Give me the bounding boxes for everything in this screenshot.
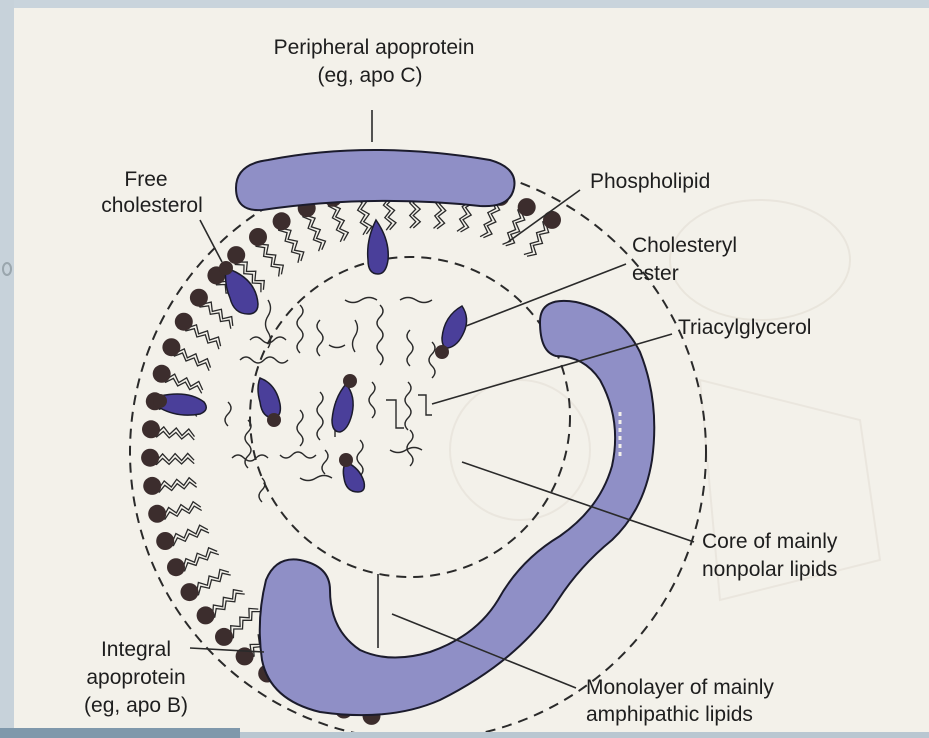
label-core-line1: Core of mainly — [702, 530, 838, 553]
label-free-cholesterol-line1: Free — [124, 168, 167, 191]
peripheral-apoprotein-shape — [236, 150, 515, 210]
phospholipid-head — [162, 338, 180, 356]
label-monolayer-line1: Monolayer of mainly — [586, 676, 774, 699]
free-cholesterol-left-mid — [160, 394, 206, 415]
label-peripheral-line2: (eg, apo C) — [317, 64, 422, 87]
phospholipid-head — [143, 477, 161, 495]
cholesteryl-ester-core-mid — [332, 384, 353, 432]
phospholipid-head — [273, 212, 291, 230]
label-triacylglycerol: Triacylglycerol — [678, 316, 811, 339]
phospholipid-head — [190, 289, 208, 307]
slide-frame-top — [0, 0, 929, 8]
phospholipid-head — [249, 228, 267, 246]
phospholipid-head — [181, 583, 199, 601]
phospholipid-head — [518, 198, 536, 216]
diagram-page: Peripheral apoprotein (eg, apo C) Free c… — [14, 8, 929, 732]
phospholipid-head — [153, 365, 171, 383]
label-cholesteryl-ester-line1: Cholesteryl — [632, 234, 737, 257]
core-lipid-chains — [225, 298, 435, 503]
label-monolayer-line2: amphipathic lipids — [586, 703, 753, 726]
phospholipid-head — [148, 505, 166, 523]
phospholipid-head — [227, 246, 245, 264]
slide-frame-left — [0, 0, 14, 738]
phospholipid-head — [175, 313, 193, 331]
phospholipid-head — [142, 420, 160, 438]
phospholipid-head — [543, 211, 561, 229]
phospholipid-head — [197, 606, 215, 624]
phospholipid-head — [141, 449, 159, 467]
label-free-cholesterol-line2: cholesterol — [101, 194, 203, 217]
lipoprotein-diagram: Peripheral apoprotein (eg, apo C) Free c… — [14, 8, 929, 732]
cholesteryl-ester-core-left — [258, 378, 280, 418]
phospholipid-head — [156, 532, 174, 550]
label-peripheral-line1: Peripheral apoprotein — [274, 36, 475, 59]
phospholipid-head — [215, 628, 233, 646]
label-cholesteryl-ester-line2: ester — [632, 262, 679, 285]
label-integral-line1: Integral — [101, 638, 171, 661]
cholesterol-molecules — [160, 220, 467, 492]
label-phospholipid: Phospholipid — [590, 170, 710, 193]
slide-edge-marker — [2, 262, 12, 276]
label-integral-line3: (eg, apo B) — [84, 694, 188, 717]
slide-bottom-accent — [0, 728, 240, 738]
phospholipid-head — [167, 558, 185, 576]
cholesteryl-ester-right — [442, 306, 467, 348]
label-core-line2: nonpolar lipids — [702, 558, 837, 581]
label-integral-line2: apoprotein — [86, 666, 185, 689]
